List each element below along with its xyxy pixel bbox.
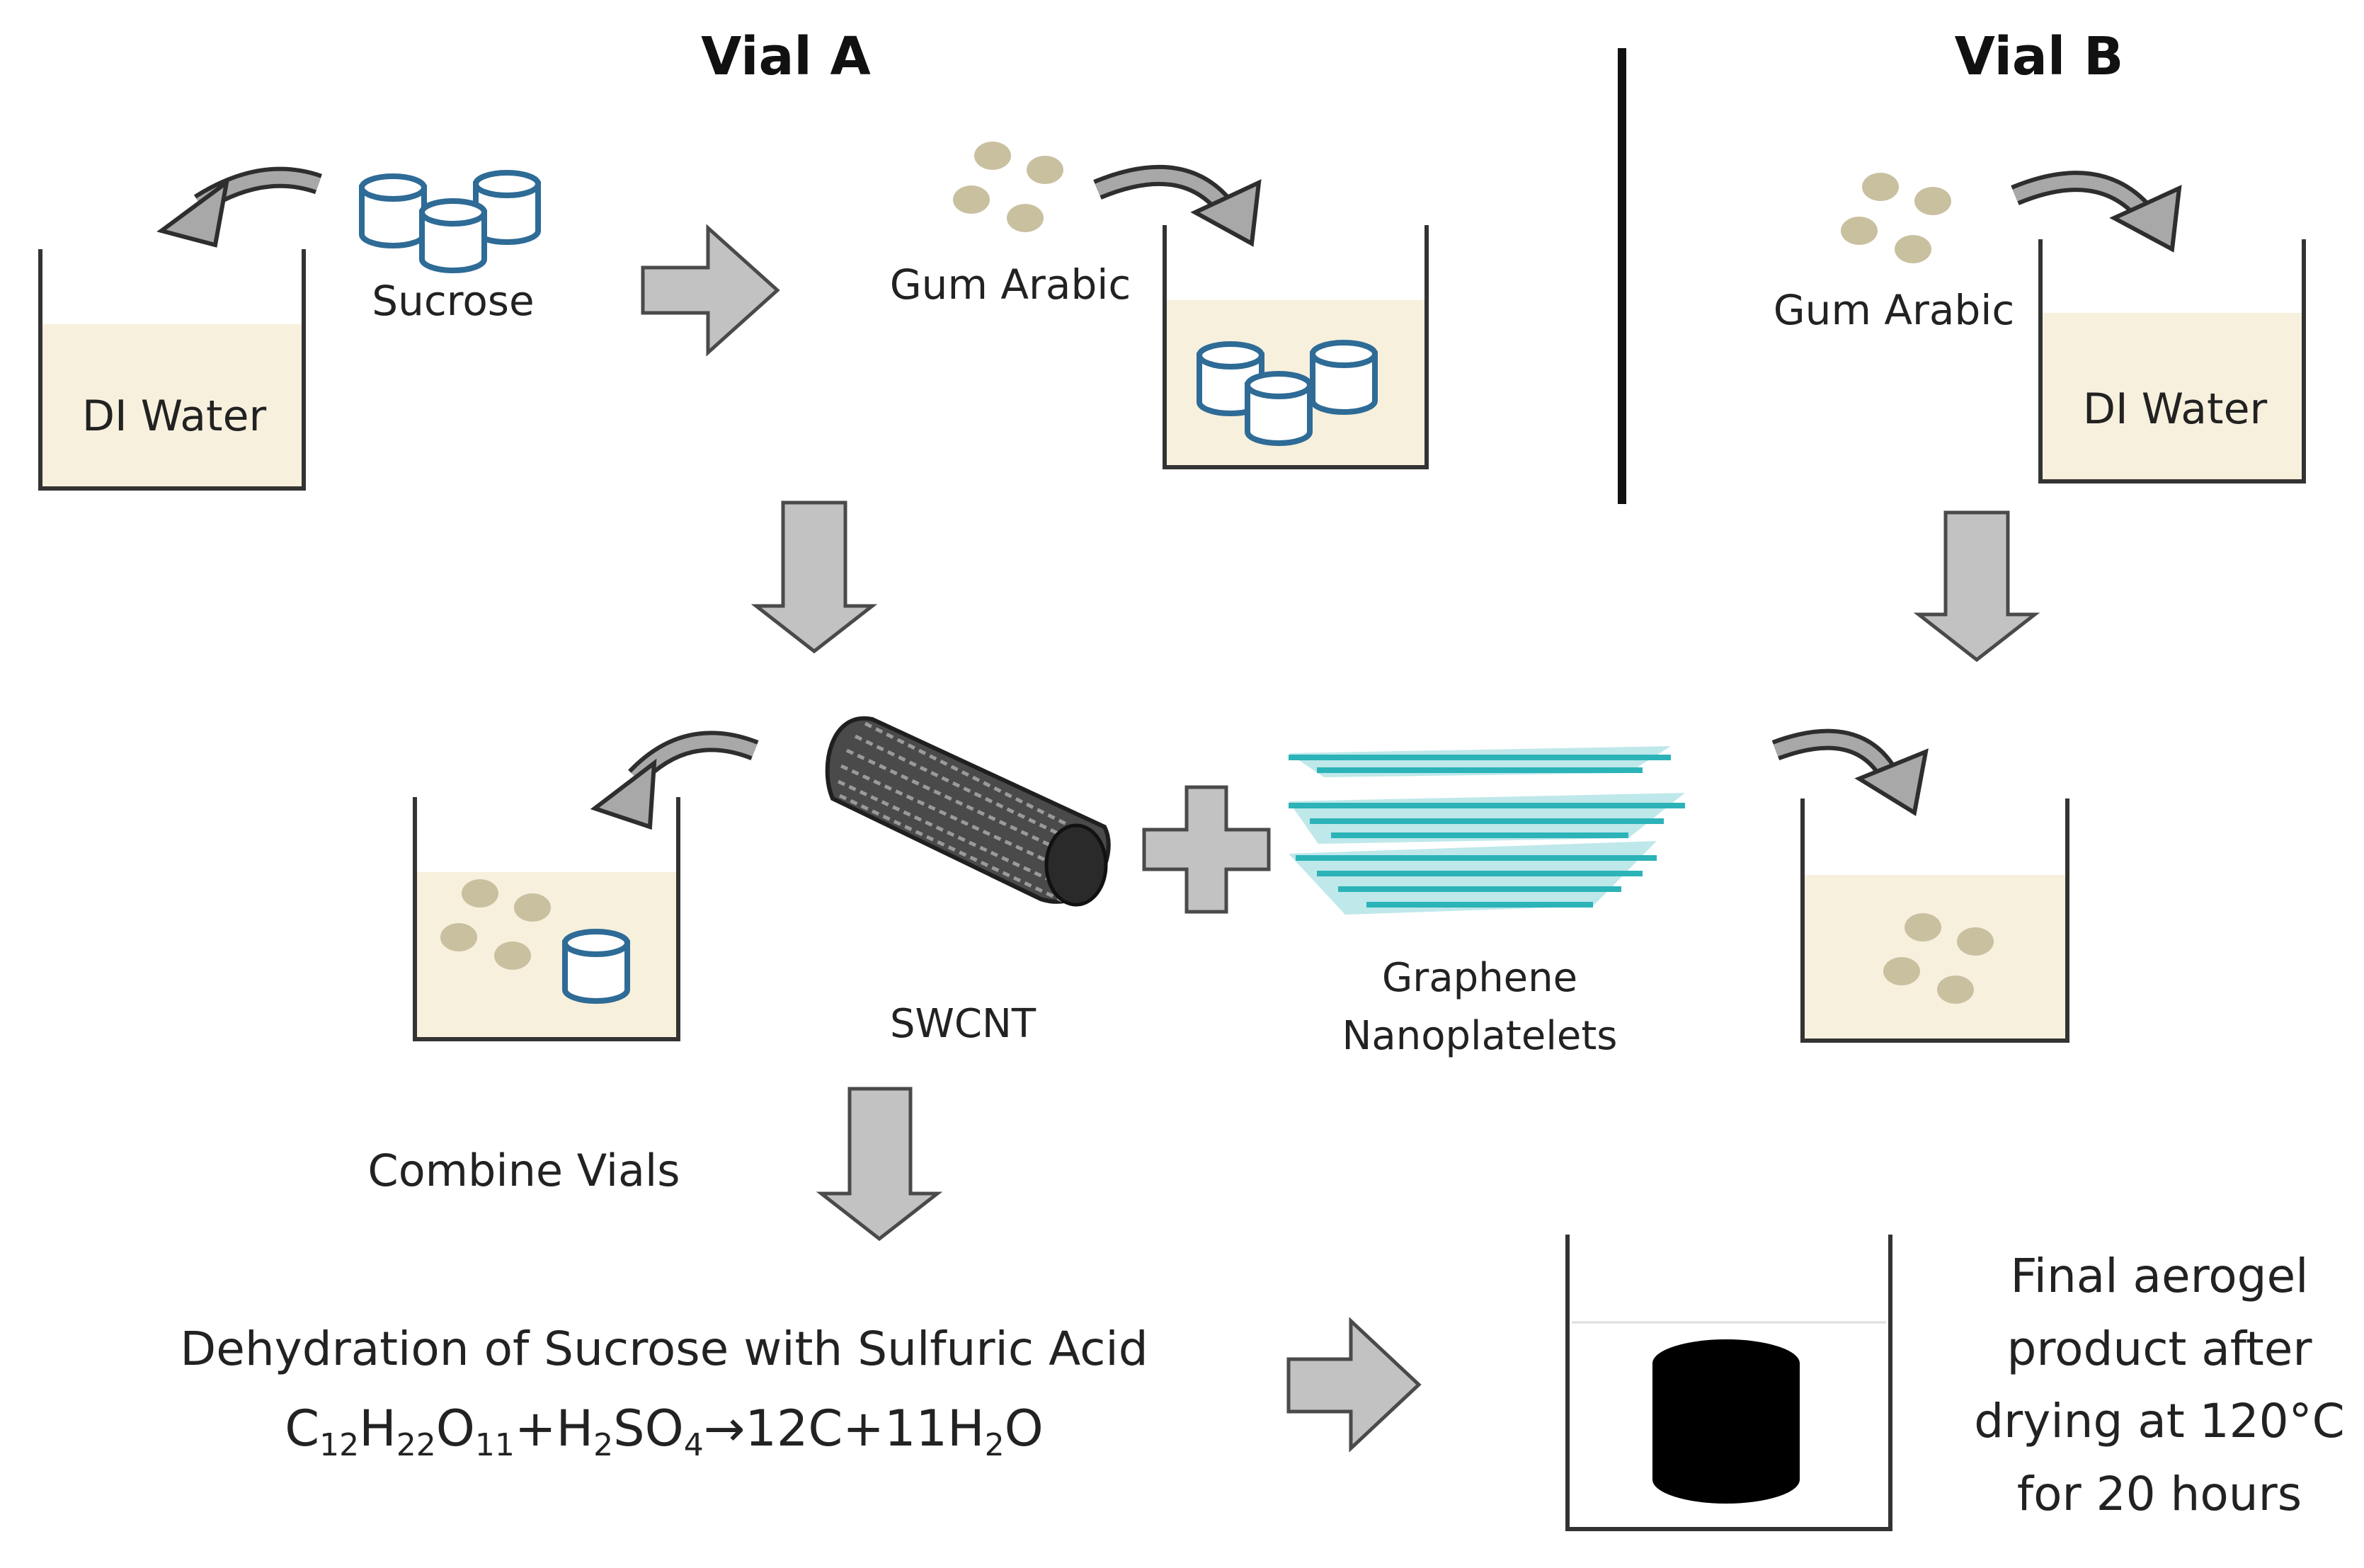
combine-vials-label: Combine Vials [367,1145,680,1196]
curved-arrow-nanomaterials-b [1771,728,1929,816]
gum-arabic-label-a: Gum Arabic [890,261,1131,309]
beaker-vial-b-mix [1800,799,2069,1043]
gum-arabic-particles-a [953,142,1063,232]
di-water-label-b: DI Water [2083,384,2268,434]
final-text-line1: Final aerogel [2010,1249,2308,1303]
beaker-vial-a-mix [413,797,680,1041]
arrow-down-vial-a [750,500,878,654]
beaker-di-water-b: DI Water [2038,239,2306,483]
final-text-line2: product after [2007,1322,2313,1376]
arrow-right-bottom [1286,1317,1422,1453]
beaker-final-aerogel [1565,1235,1892,1531]
arrow-down-combine [816,1087,943,1242]
graphene-label-line1: Graphene [1382,955,1577,1001]
curved-arrow-nanomaterials-a [590,731,759,830]
gum-arabic-particles-b [1841,173,1951,263]
sucrose-cubes [362,173,538,270]
aerogel-cylinder [1652,1339,1800,1504]
gum-arabic-label-b: Gum Arabic [1774,286,2015,334]
arrow-right-top [641,224,780,357]
graphene-nanoplatelets [1289,746,1685,915]
arrow-down-vial-b [1913,510,2040,663]
curved-arrow-sucrose [156,166,322,248]
beaker-di-water-a: DI Water [38,249,306,491]
graphene-label-line2: Nanoplatelets [1342,1013,1618,1059]
di-water-label: DI Water [82,391,267,441]
beaker-sucrose-a [1163,225,1429,469]
swcnt-label: SWCNT [890,1001,1037,1047]
dehydration-label: Dehydration of Sucrose with Sulfuric Aci… [180,1322,1148,1376]
swcnt-nanotube [825,716,1111,907]
plus-sign [1142,785,1271,914]
final-text-line4: for 20 hours [2017,1467,2302,1521]
sucrose-label: Sucrose [372,277,534,325]
vial-a-header: Vial A [701,26,871,87]
curved-arrow-gum-b [2011,171,2182,253]
final-text-line3: drying at 120°C [1974,1394,2345,1448]
reaction-equation: C12H22O11+H2SO4→12C+11H2O [285,1400,1044,1463]
vial-b-header: Vial B [1955,26,2124,87]
curved-arrow-gum-a [1093,164,1262,247]
